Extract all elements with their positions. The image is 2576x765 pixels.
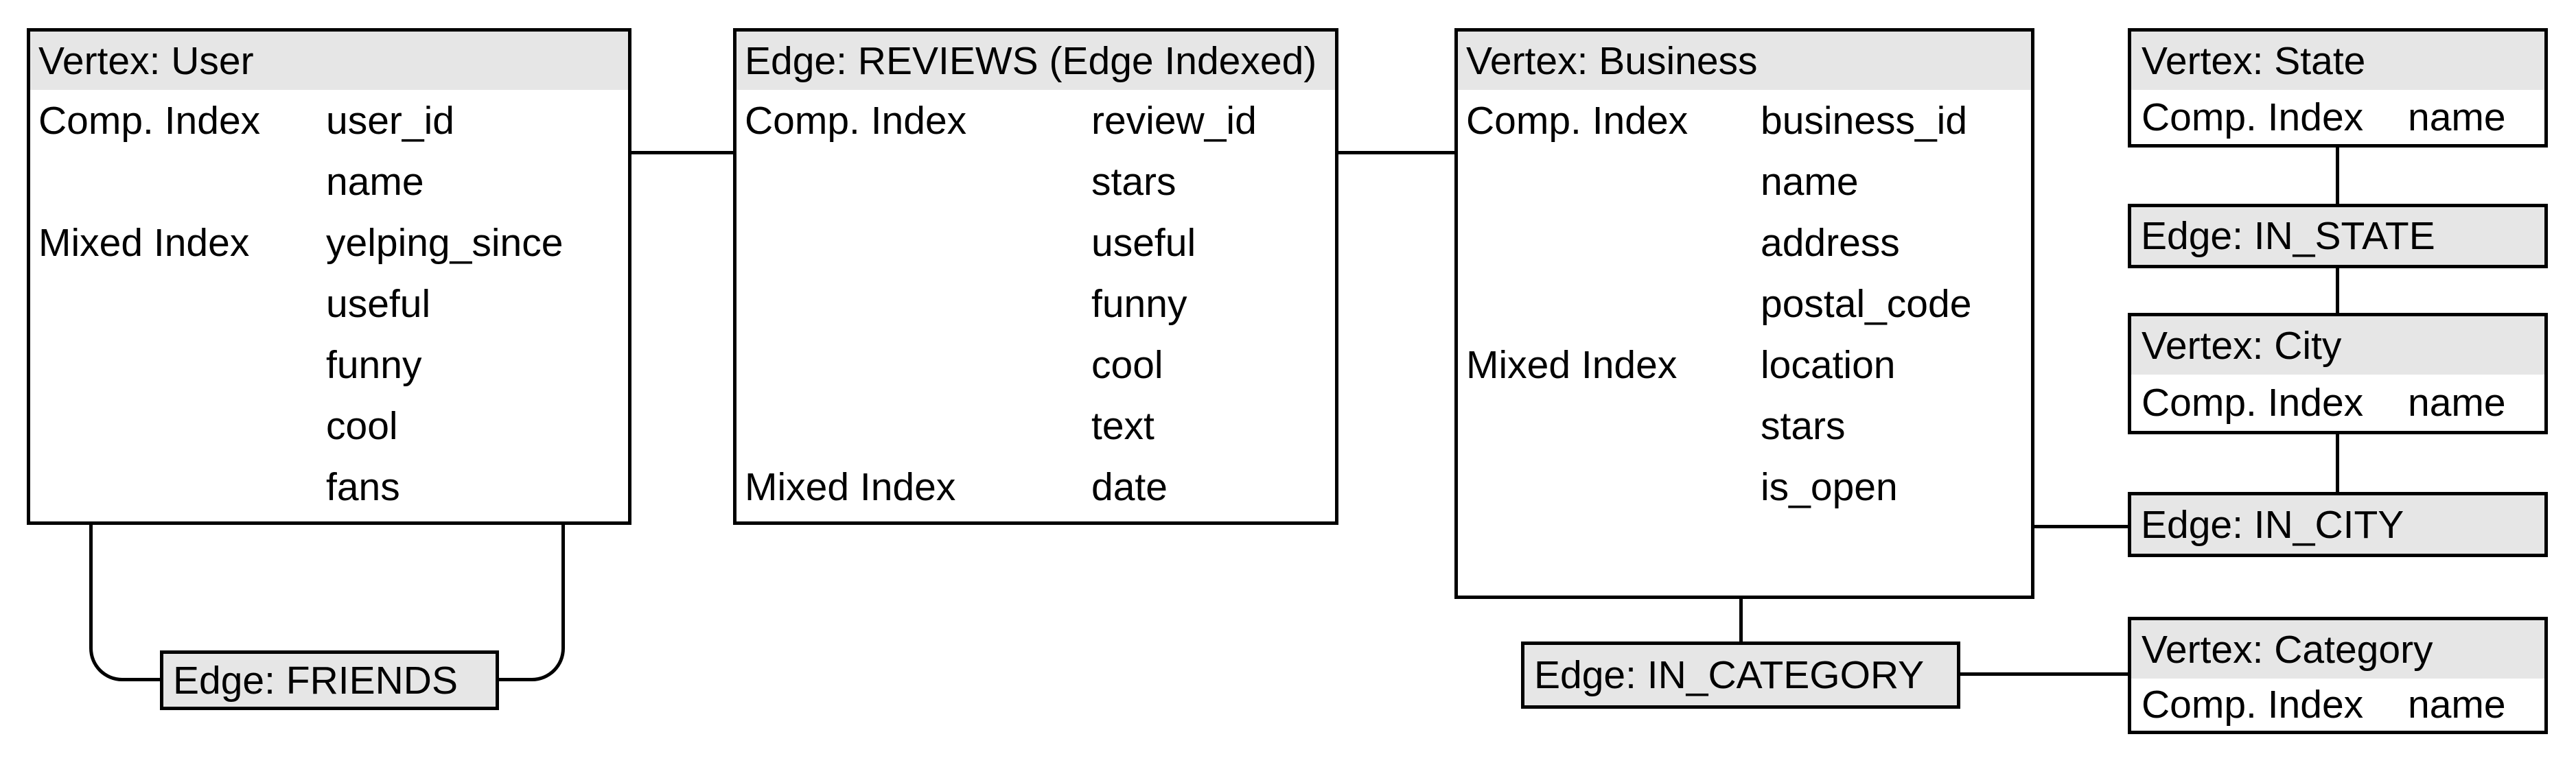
table-header-vertex-business: Vertex: Business (1458, 32, 2031, 90)
property-name: cool (1091, 342, 1163, 387)
table-row: funny (30, 334, 628, 395)
table-row: fans (30, 456, 628, 517)
property-name: cool (326, 403, 398, 448)
table-row: address (1458, 212, 2031, 273)
table-header-vertex-user: Vertex: User (30, 32, 628, 90)
table-header-vertex-state: Vertex: State (2131, 32, 2544, 90)
property-name: address (1761, 220, 1900, 265)
table-vertex-business: Vertex: Business Comp. Index business_id… (1454, 28, 2034, 599)
table-vertex-city: Vertex: City Comp. Index name (2128, 313, 2548, 434)
edge-box-in-state: Edge: IN_STATE (2128, 204, 2548, 268)
edge-label: Edge: IN_CITY (2141, 502, 2404, 547)
property-name: text (1091, 403, 1154, 448)
table-row: text (736, 395, 1335, 456)
table-row: useful (736, 212, 1335, 273)
table-header-vertex-city: Vertex: City (2131, 316, 2544, 375)
table-row: Comp. Index review_id (736, 90, 1335, 151)
connector-business-incity (2032, 525, 2130, 528)
table-row: Mixed Index yelping_since (30, 212, 628, 273)
table-row: is_open (1458, 456, 2031, 517)
table-row: useful (30, 273, 628, 334)
index-type-label: Comp. Index (38, 98, 261, 143)
property-name: yelping_since (326, 220, 564, 265)
index-type-label: Comp. Index (1466, 98, 1689, 143)
edge-label: Edge: FRIENDS (173, 658, 458, 703)
connector-user-reviews (628, 151, 735, 154)
property-name: name (2408, 95, 2506, 139)
table-row: Comp. Index name (2131, 375, 2544, 431)
edge-label: Edge: IN_CATEGORY (1534, 653, 1925, 697)
property-name: location (1761, 342, 1896, 387)
index-type-label: Mixed Index (38, 220, 250, 265)
index-type-label: Mixed Index (1466, 342, 1678, 387)
index-type-label: Mixed Index (745, 464, 956, 509)
table-row: Mixed Index date (736, 456, 1335, 517)
property-name: business_id (1761, 98, 1968, 143)
friends-loop-right-arc (499, 525, 565, 681)
table-row: name (30, 151, 628, 212)
index-type-label: Comp. Index (2142, 381, 2364, 425)
property-name: useful (326, 281, 431, 326)
edge-label: Edge: IN_STATE (2141, 214, 2435, 258)
connector-incategory-category (1958, 672, 2130, 676)
connector-business-incategory (1739, 596, 1743, 645)
edge-box-in-city: Edge: IN_CITY (2128, 492, 2548, 557)
property-name: stars (1091, 159, 1176, 204)
edge-box-in-category: Edge: IN_CATEGORY (1521, 642, 1960, 709)
table-row: Comp. Index name (2131, 90, 2544, 144)
table-row: funny (736, 273, 1335, 334)
property-name: useful (1091, 220, 1196, 265)
table-row: cool (736, 334, 1335, 395)
table-vertex-state: Vertex: State Comp. Index name (2128, 28, 2548, 148)
index-type-label: Comp. Index (2142, 683, 2364, 727)
table-row: Mixed Index location (1458, 334, 2031, 395)
table-row: postal_code (1458, 273, 2031, 334)
property-name: name (1761, 159, 1859, 204)
table-row: stars (736, 151, 1335, 212)
table-edge-reviews: Edge: REVIEWS (Edge Indexed) Comp. Index… (733, 28, 1338, 525)
table-row: name (1458, 151, 2031, 212)
table-vertex-category: Vertex: Category Comp. Index name (2128, 617, 2548, 734)
index-type-label: Comp. Index (2142, 95, 2364, 139)
connector-state-instate (2336, 144, 2339, 207)
property-name: postal_code (1761, 281, 1972, 326)
friends-loop-left-arc (89, 525, 160, 681)
property-name: funny (326, 342, 422, 387)
property-name: date (1091, 464, 1168, 509)
property-name: name (326, 159, 424, 204)
table-vertex-user: Vertex: User Comp. Index user_id name Mi… (27, 28, 631, 525)
index-type-label: Comp. Index (745, 98, 967, 143)
property-name: is_open (1761, 464, 1898, 509)
table-row: Comp. Index business_id (1458, 90, 2031, 151)
table-row: Comp. Index user_id (30, 90, 628, 151)
table-row: Comp. Index name (2131, 679, 2544, 731)
property-name: name (2408, 381, 2506, 425)
connector-city-incity (2336, 431, 2339, 495)
edge-box-friends: Edge: FRIENDS (160, 650, 499, 710)
property-name: fans (326, 464, 400, 509)
connector-instate-city (2336, 265, 2339, 316)
connector-reviews-business (1336, 151, 1457, 154)
property-name: review_id (1091, 98, 1257, 143)
table-header-edge-reviews: Edge: REVIEWS (Edge Indexed) (736, 32, 1335, 90)
table-row: cool (30, 395, 628, 456)
property-name: user_id (326, 98, 454, 143)
property-name: name (2408, 683, 2506, 727)
property-name: funny (1091, 281, 1187, 326)
table-row: stars (1458, 395, 2031, 456)
property-name: stars (1761, 403, 1846, 448)
table-header-vertex-category: Vertex: Category (2131, 620, 2544, 679)
